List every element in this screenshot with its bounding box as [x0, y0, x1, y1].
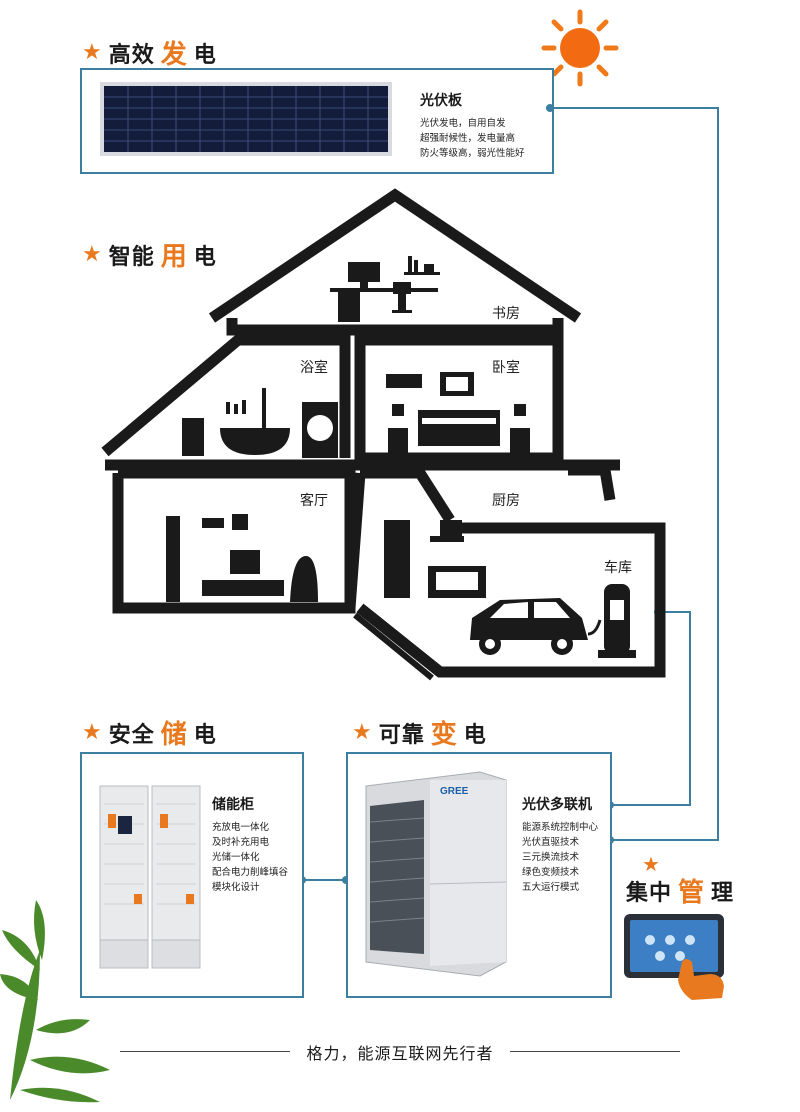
star-icon: ★ — [82, 242, 103, 267]
heading-text: 电 — [193, 42, 217, 68]
inverter-line: 能源系统控制中心 — [522, 822, 599, 833]
sun-icon — [541, 9, 619, 87]
inverter-title: 光伏多联机 — [522, 797, 592, 813]
solar-description: 光伏板 光伏发电，自用自发 超强耐候性，发电量高 防火等级高，弱光性能好 — [420, 90, 548, 161]
brand-logo: GREE — [440, 786, 469, 797]
storage-line: 模块化设计 — [212, 882, 260, 893]
solar-title: 光伏板 — [420, 93, 462, 109]
footer-slogan: 格力，能源互联网先行者 — [0, 1040, 800, 1064]
heading-highlight: 管 — [678, 878, 706, 908]
star-icon: ★ — [642, 852, 660, 876]
heading-highlight: 储 — [160, 720, 188, 750]
heading-text: 可靠 — [378, 722, 425, 748]
heading-manage: 集中管理 — [626, 872, 734, 909]
solar-line: 防火等级高，弱光性能好 — [420, 148, 525, 159]
storage-line: 光储一体化 — [212, 852, 260, 863]
heading-text: 理 — [711, 880, 735, 906]
star-icon: ★ — [82, 40, 103, 65]
room-label-study: 书房 — [492, 306, 520, 322]
heading-highlight: 发 — [160, 40, 188, 70]
hand-icon — [678, 959, 724, 1000]
heading-highlight: 变 — [430, 720, 458, 750]
heading-store: ★ 安全储电 — [82, 714, 217, 751]
inverter-description: 光伏多联机 能源系统控制中心 光伏直驱技术 三元换流技术 绿色变频技术 五大运行… — [522, 794, 608, 895]
leaf-decoration — [0, 900, 110, 1103]
inverter-line: 绿色变频技术 — [522, 867, 580, 878]
room-label-kitchen: 厨房 — [492, 493, 520, 509]
storage-description: 储能柜 充放电一体化 及时补充用电 光储一体化 配合电力削峰填谷 模块化设计 — [212, 794, 302, 895]
room-label-bath: 浴室 — [300, 360, 328, 376]
storage-line: 及时补充用电 — [212, 837, 270, 848]
room-label-bedroom: 卧室 — [492, 360, 520, 376]
heading-text: 集中 — [626, 880, 673, 906]
room-label-living: 客厅 — [300, 493, 328, 509]
inverter-line: 五大运行模式 — [522, 882, 580, 893]
storage-cabinet — [99, 785, 201, 969]
room-label-garage: 车库 — [604, 560, 632, 576]
heading-text: 安全 — [108, 722, 155, 748]
storage-line: 充放电一体化 — [212, 822, 270, 833]
heading-text: 电 — [463, 722, 487, 748]
inverter-line: 光伏直驱技术 — [522, 837, 580, 848]
connector-dot — [546, 104, 554, 112]
heading-text: 高效 — [108, 42, 155, 68]
heading-highlight: 用 — [160, 242, 188, 272]
heading-convert: ★ 可靠变电 — [352, 714, 487, 751]
solar-panel — [100, 82, 392, 156]
solar-line: 光伏发电，自用自发 — [420, 118, 506, 129]
inverter-line: 三元换流技术 — [522, 852, 580, 863]
heading-text: 电 — [193, 244, 217, 270]
star-icon: ★ — [82, 720, 103, 745]
star-icon: ★ — [352, 720, 373, 745]
heading-text: 智能 — [108, 244, 155, 270]
heading-generate: ★ 高效发电 — [82, 34, 217, 71]
solar-line: 超强耐候性，发电量高 — [420, 133, 516, 144]
storage-line: 配合电力削峰填谷 — [212, 867, 289, 878]
tablet-icon — [624, 914, 724, 978]
storage-title: 储能柜 — [212, 797, 254, 813]
outdoor-unit: GREE — [365, 771, 507, 977]
heading-text: 电 — [193, 722, 217, 748]
heading-use: ★ 智能用电 — [82, 236, 217, 273]
